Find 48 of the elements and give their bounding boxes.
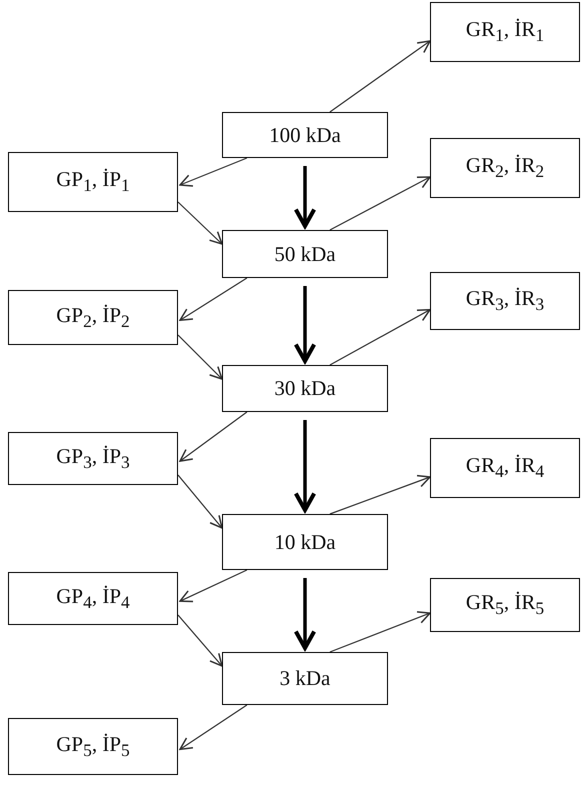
process-box (222, 652, 388, 705)
process-box (222, 365, 388, 412)
arrow (330, 611, 431, 653)
box-label: 3 kDa (280, 668, 330, 689)
process-box (8, 432, 178, 485)
box-label: GP$_{1}$, İP$_{1}$ (56, 169, 130, 195)
box-label: GP$_{5}$, İP$_{5}$ (56, 734, 130, 760)
arrow (179, 569, 248, 602)
process-box (430, 578, 580, 632)
box-label: GR$_{3}$, İR$_{3}$ (466, 288, 544, 314)
box-label: GR$_{5}$, İR$_{5}$ (466, 592, 544, 618)
box-label: 30 kDa (274, 378, 336, 399)
process-box (430, 272, 580, 330)
process-box (222, 112, 388, 158)
box-label: 50 kDa (274, 244, 336, 264)
process-box (8, 152, 178, 212)
process-box (8, 572, 178, 625)
arrow (330, 474, 431, 515)
box-label: GR$_{2}$, İR$_{2}$ (466, 155, 544, 181)
arrow (178, 474, 223, 529)
arrow (179, 412, 248, 462)
arrow (294, 420, 316, 512)
arrow (330, 40, 431, 112)
arrow (330, 176, 431, 231)
arrow (179, 157, 248, 187)
box-label: GR$_{1}$, İR$_{1}$ (466, 19, 544, 45)
process-box (430, 2, 580, 62)
arrow (294, 166, 316, 228)
arrow (330, 308, 431, 366)
process-box (430, 438, 580, 498)
arrow (179, 278, 248, 321)
arrow (294, 286, 316, 364)
box-label: GP$_{2}$, İP$_{2}$ (56, 304, 130, 330)
box-label: 10 kDa (274, 532, 336, 552)
box-label: 100 kDa (269, 124, 341, 146)
arrow (294, 578, 316, 650)
arrow (178, 614, 223, 667)
process-box (8, 290, 178, 345)
arrow (179, 704, 248, 750)
process-box (222, 230, 388, 278)
box-label: GR$_{4}$, İR$_{4}$ (466, 455, 544, 481)
box-label: GP$_{4}$, İP$_{4}$ (56, 586, 130, 612)
arrow (178, 334, 223, 380)
process-box (430, 138, 580, 198)
arrow (178, 202, 223, 245)
process-box (8, 718, 178, 775)
box-label: GP$_{3}$, İP$_{3}$ (56, 446, 130, 472)
process-box (222, 514, 388, 570)
